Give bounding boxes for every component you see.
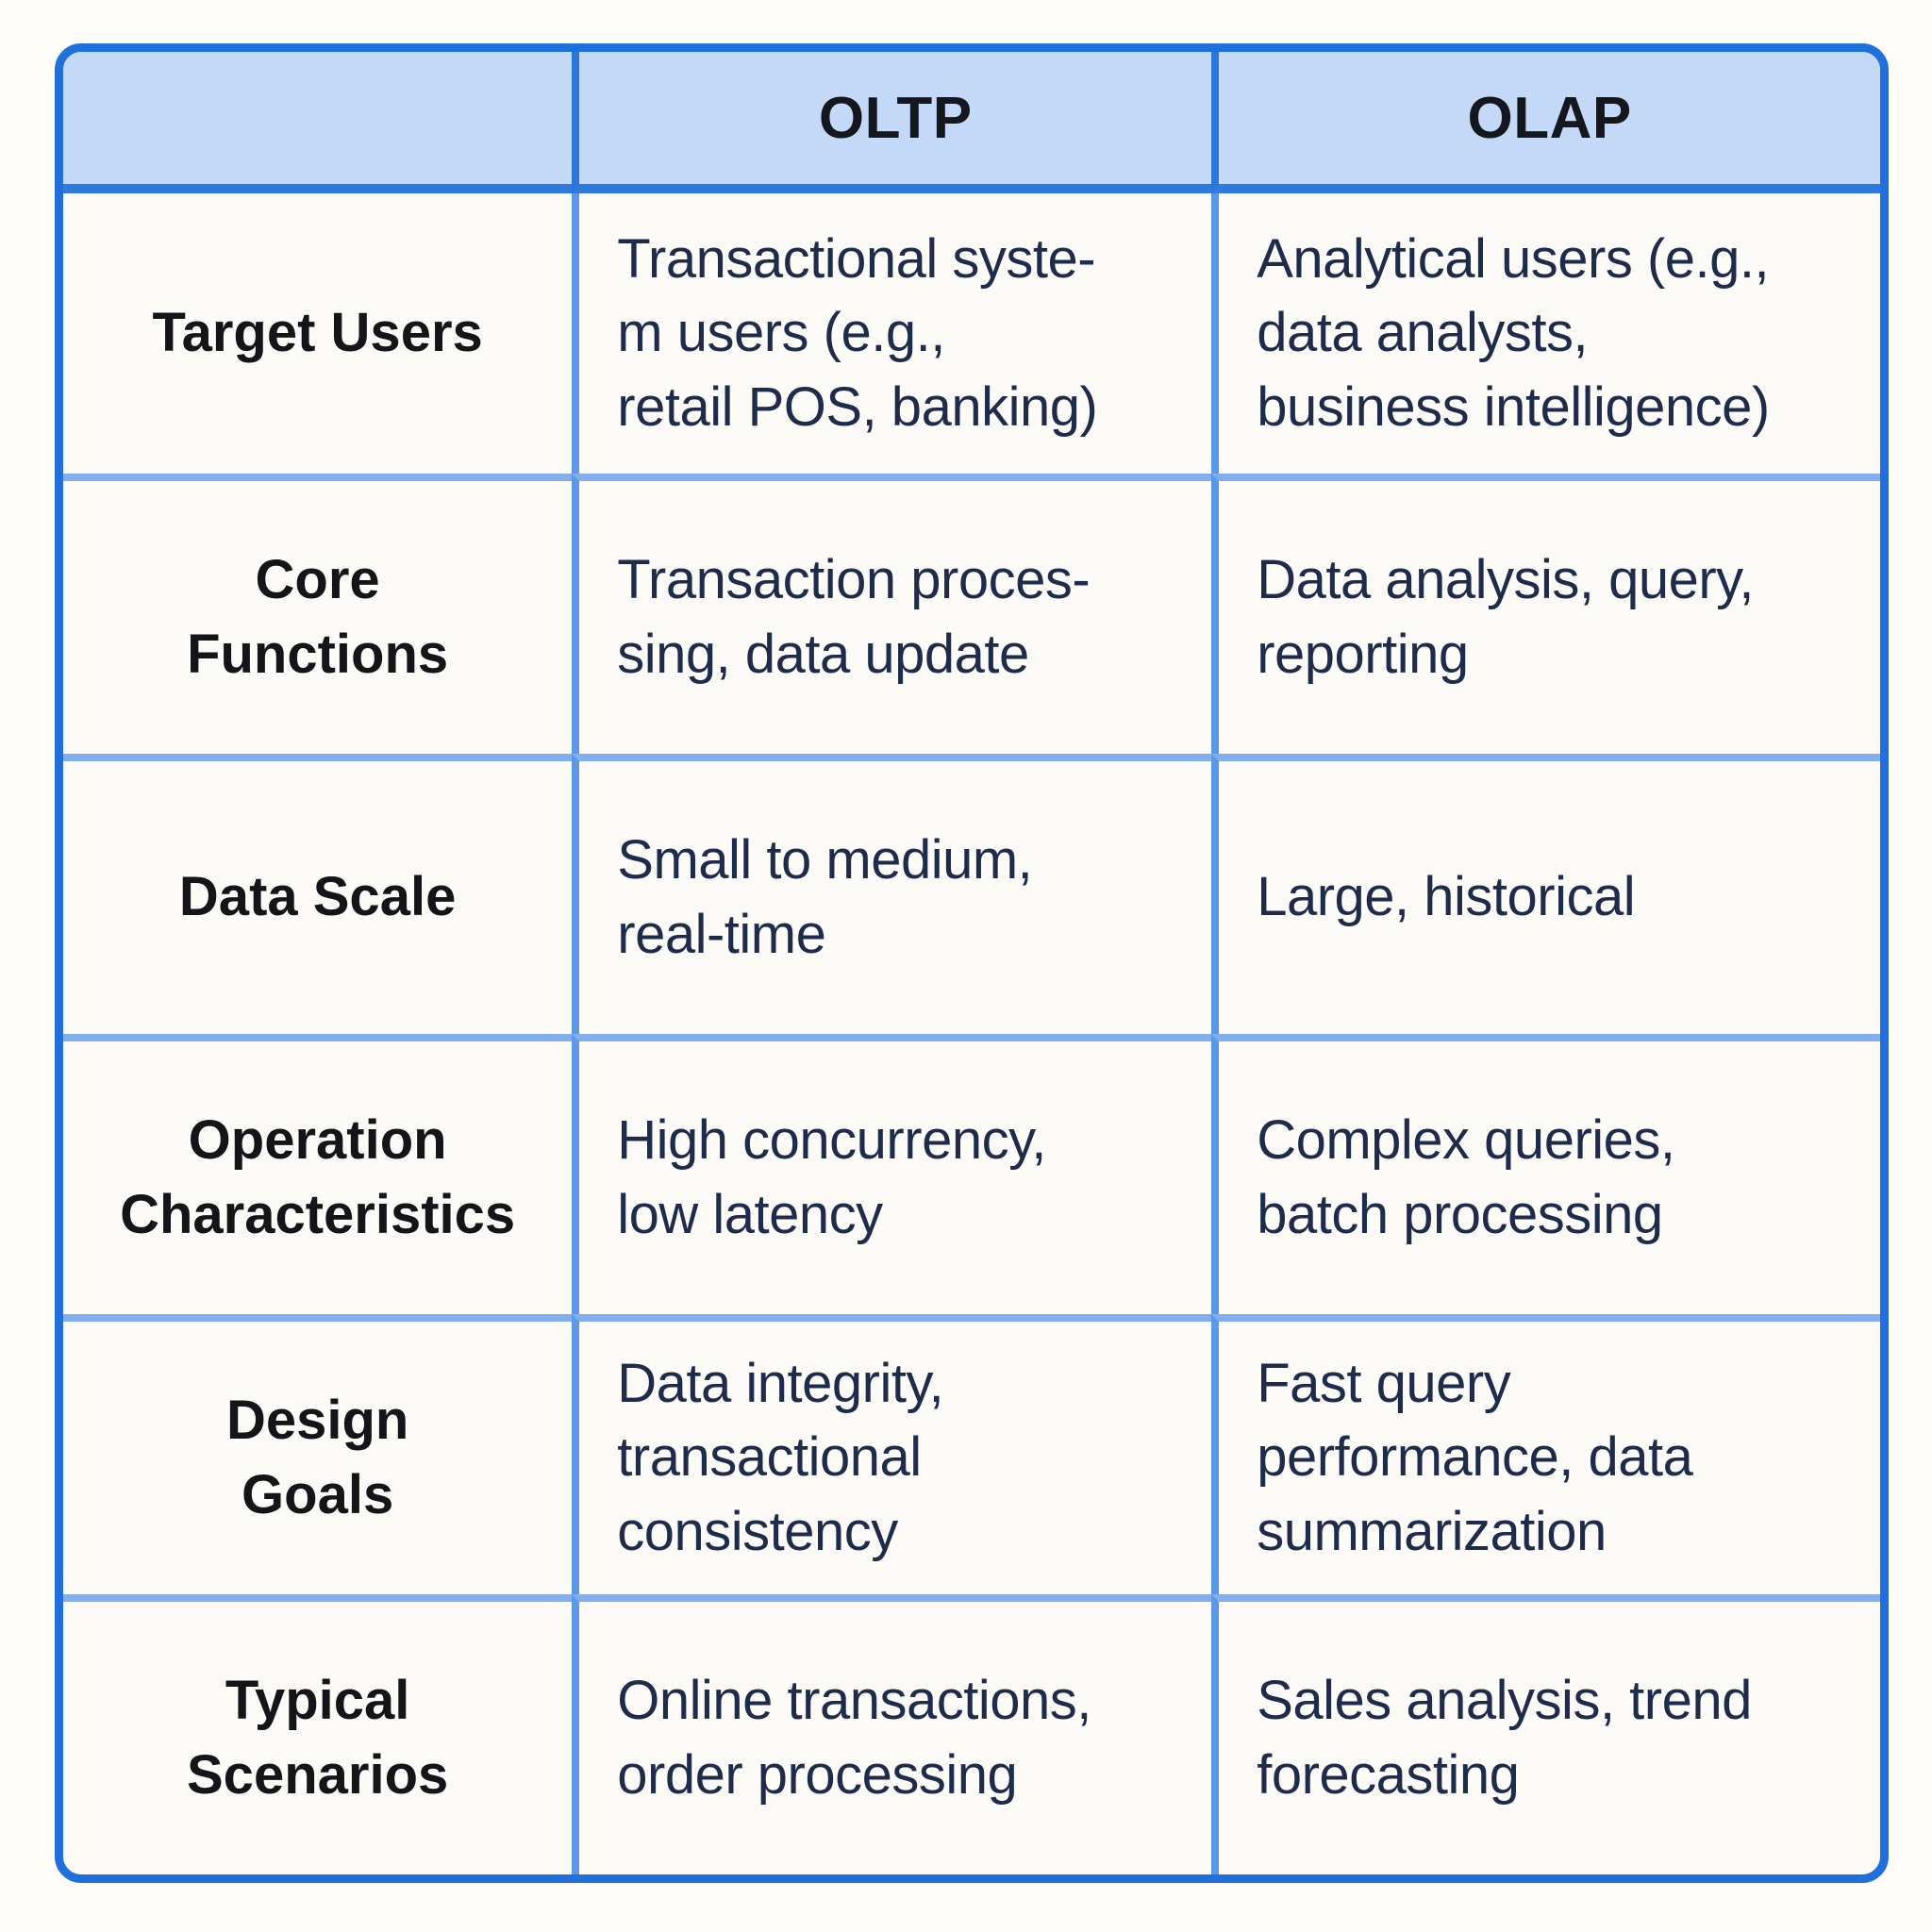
header-cell-empty: [63, 52, 573, 193]
cell-design-goals-olap: Fast query performance, data summarizati…: [1211, 1314, 1880, 1594]
cell-target-users-oltp: Transactional syste- m users (e.g., reta…: [572, 193, 1211, 474]
header-cell-oltp: OLTP: [572, 52, 1212, 193]
cell-typical-scenarios-olap: Sales analysis, trend forecasting: [1211, 1594, 1880, 1874]
cell-core-functions-oltp: Transaction proces- sing, data update: [572, 474, 1212, 754]
cell-data-scale-oltp: Small to medium, real-time: [572, 754, 1212, 1034]
row-label-operation-characteristics: Operation Characteristics: [63, 1034, 573, 1314]
cell-data-scale-olap: Large, historical: [1211, 754, 1880, 1034]
cell-typical-scenarios-oltp: Online transactions, order processing: [572, 1594, 1212, 1874]
cell-operation-characteristics-olap: Complex queries, batch processing: [1211, 1034, 1880, 1314]
header-cell-olap: OLAP: [1211, 52, 1880, 193]
cell-core-functions-olap: Data analysis, query, reporting: [1211, 474, 1880, 754]
row-label-typical-scenarios: Typical Scenarios: [63, 1594, 573, 1874]
row-label-core-functions: Core Functions: [63, 474, 573, 754]
cell-design-goals-oltp: Data integrity, transactional consistenc…: [572, 1314, 1212, 1594]
oltp-olap-comparison-table: OLTP OLAP Target Users Transactional sys…: [55, 43, 1889, 1883]
row-label-design-goals: Design Goals: [63, 1314, 573, 1594]
cell-operation-characteristics-oltp: High concurrency, low latency: [572, 1034, 1212, 1314]
row-label-target-users: Target Users: [152, 302, 483, 364]
row-label-data-scale: Data Scale: [63, 754, 573, 1034]
cell-target-users-olap: Analytical users (e.g., data analysts, b…: [1211, 193, 1880, 474]
